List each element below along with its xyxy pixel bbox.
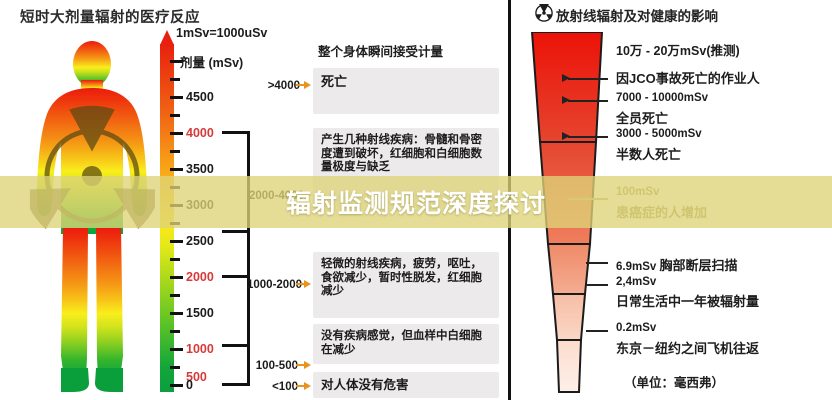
dose-label-2: 7000 - 10000mSv — [616, 92, 709, 104]
scale-tick-minor — [170, 222, 180, 225]
bracket-gt4000-vert — [247, 131, 250, 231]
effect-box-death: 死亡 — [313, 68, 499, 114]
scale-arrow-tip — [160, 30, 174, 45]
scale-label-0: 0 — [186, 378, 193, 392]
range-label-1000-2000: 1000-2000 — [247, 279, 302, 291]
pointer-line-2 — [568, 100, 608, 102]
pointer-line-1 — [568, 78, 608, 80]
scale-label-2500: 2500 — [186, 234, 214, 248]
dose-5-desc: 胸部断层扫描 — [659, 258, 738, 273]
right-panel: 放射线辐射及对健康的影响 — [512, 0, 832, 400]
dose-label-3: 3000 - 5000mSv — [616, 128, 702, 140]
scale-tick-major — [170, 60, 183, 63]
scale-tick-minor — [170, 366, 180, 369]
dose-label-5: 6.9mSv 胸部断层扫描 — [616, 255, 738, 274]
left-panel: 短时大剂量辐射的医疗反应 — [20, 10, 499, 398]
scale-tick-major — [170, 96, 183, 99]
arrow-100-500-icon — [296, 361, 311, 370]
scale-tick-minor — [170, 330, 180, 333]
unit-note: （单位：毫西弗） — [624, 376, 725, 390]
scale-label-3500: 3500 — [186, 162, 214, 176]
scale-label-500: 500 — [186, 370, 207, 384]
human-silhouette — [30, 38, 155, 396]
scale-tick-major — [170, 168, 183, 171]
arrow-gt4000-icon — [296, 81, 311, 90]
effects-header: 整个身体瞬间接受计量 — [318, 45, 444, 59]
dose-desc-3: 半数人死亡 — [616, 147, 682, 162]
dose-funnel-chart — [526, 32, 608, 394]
scale-tick-minor — [170, 186, 180, 189]
right-panel-title: 放射线辐射及对健康的影响 — [556, 9, 718, 24]
effect-box-noharm: 对人体没有危害 — [313, 372, 499, 398]
scale-label-2000: 2000 — [186, 270, 214, 284]
scale-tick-minor — [170, 78, 180, 81]
scale-tick-major — [170, 348, 183, 351]
pointer-line-3 — [568, 136, 608, 138]
panel-divider — [508, 0, 511, 400]
pointer-line-4 — [568, 198, 608, 200]
scale-tick-minor — [170, 150, 180, 153]
dose-desc-2: 全员死亡 — [616, 111, 669, 126]
range-label-gt4000: >4000 — [267, 80, 300, 92]
radiation-trefoil-icon — [535, 0, 553, 22]
dose-desc-1: 因JCO事故死亡的作业人 — [616, 71, 760, 86]
scale-tick-major — [170, 204, 183, 207]
bracket-2000-4000-vert — [247, 230, 250, 278]
pointer-line-7 — [586, 330, 608, 332]
scale-label-4500: 4500 — [186, 90, 214, 104]
pointer-line-5 — [586, 262, 608, 264]
pointer-line-6 — [586, 284, 608, 286]
scale-tick-major — [170, 132, 183, 135]
dose-label-1: 10万 - 20万mSv(推测) — [616, 44, 740, 58]
bracket-low-vert — [247, 344, 250, 386]
pointer-arrow-3-icon — [562, 132, 570, 140]
scale-tick-major — [170, 312, 183, 315]
dose-desc-6: 日常生活中一年被辐射量 — [616, 294, 760, 309]
pointer-arrow-2-icon — [562, 96, 570, 104]
scale-tick-major — [170, 276, 183, 279]
dose-desc-7: 东京－纽约之间飞机往返 — [616, 341, 760, 356]
effect-box-mild: 轻微的射线疾病，疲劳，呕吐，食欲减少，暂时性脱发，红细胞减少 — [313, 252, 499, 318]
bracket-2000-4000-top — [222, 230, 250, 233]
scale-tick-minor — [170, 294, 180, 297]
dose-5-value: 6.9mSv — [616, 261, 657, 273]
scale-unit-label: 剂量 (mSv) — [180, 56, 244, 70]
arrow-1000-2000-icon — [296, 280, 311, 289]
scale-label-4000: 4000 — [186, 126, 214, 140]
scale-tick-major — [170, 384, 183, 387]
dose-color-scale — [160, 30, 174, 392]
dose-desc-4: 患癌症的人增加 — [616, 205, 708, 220]
bracket-low-top — [222, 344, 250, 347]
scale-tick-major — [170, 240, 183, 243]
dose-label-7: 0.2mSv — [616, 322, 657, 334]
scale-tick-minor — [170, 114, 180, 117]
range-label-100-500: 100-500 — [255, 360, 298, 372]
bracket-1000-2000-vert — [247, 275, 250, 347]
pointer-arrow-1-icon — [562, 74, 570, 82]
effect-box-severe: 产生几种射线疾病：骨髓和骨密度遭到破坏，红细胞和白细胞数量极度与缺乏 — [313, 128, 499, 212]
scale-label-1500: 1500 — [186, 306, 214, 320]
scale-label-3000: 3000 — [186, 198, 214, 212]
arrow-lt100-icon — [296, 382, 311, 391]
scale-tick-minor — [170, 258, 180, 261]
dose-label-4: 100mSv — [616, 186, 660, 198]
bracket-gt4000-stem — [222, 131, 250, 134]
effect-box-subclinical: 没有疾病感觉，但血样中白细胞在减少 — [313, 324, 499, 364]
bracket-1000-2000-top — [222, 275, 250, 278]
range-label-lt100: <100 — [272, 381, 298, 393]
page-title: 短时大剂量辐射的医疗反应 — [20, 10, 200, 26]
arrow-2000-4000-icon — [296, 191, 311, 200]
scale-label-1000: 1000 — [186, 342, 214, 356]
dose-label-6: 2,4mSv — [616, 276, 657, 288]
bracket-low-bottom — [222, 383, 250, 386]
scale-conversion-note: 1mSv=1000uSv — [176, 26, 268, 40]
